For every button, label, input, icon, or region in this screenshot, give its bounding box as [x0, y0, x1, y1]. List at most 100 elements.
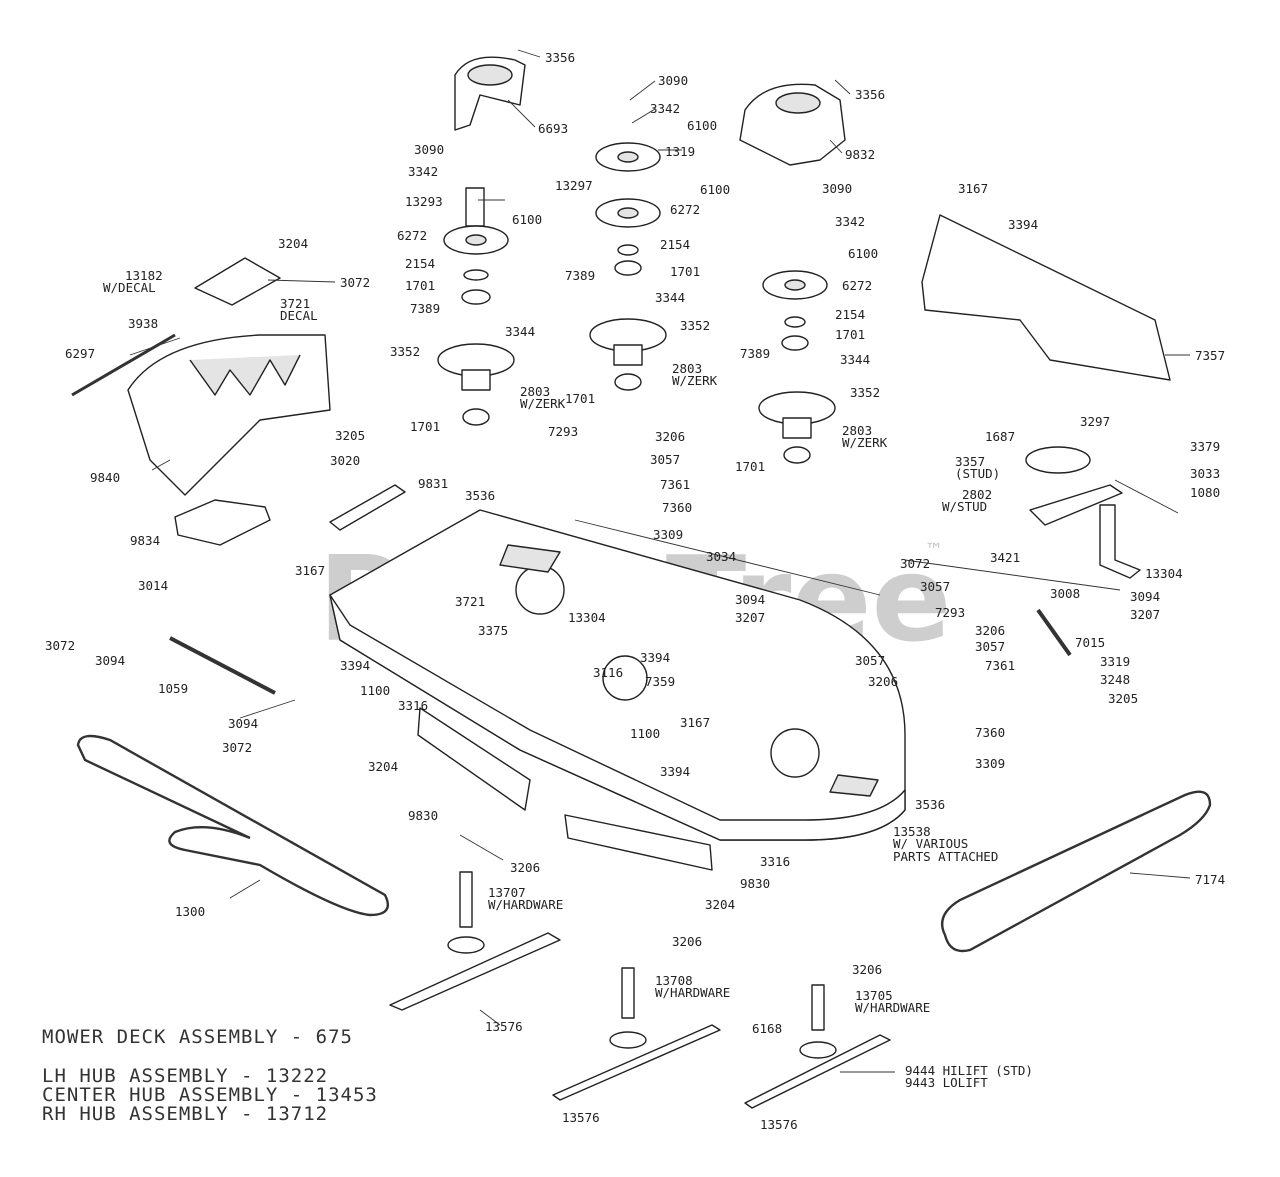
label: 1300	[175, 904, 205, 919]
label: 3394	[640, 650, 670, 665]
label: 3167	[958, 181, 988, 196]
label: 7015	[1075, 635, 1105, 650]
label: 6100	[848, 246, 878, 261]
label: 3356	[545, 50, 575, 65]
label: 6100	[700, 182, 730, 197]
label: 1701	[565, 391, 595, 406]
label: 13576	[562, 1110, 600, 1125]
label: 1701	[735, 459, 765, 474]
label: 3207	[1130, 607, 1160, 622]
label: 3094	[735, 592, 765, 607]
label: 6100	[687, 118, 717, 133]
label: 3034	[706, 549, 736, 564]
label: 3342	[835, 214, 865, 229]
label: 9832	[845, 147, 875, 162]
rod-6297[interactable]	[71, 333, 176, 397]
rod-1059[interactable]	[169, 636, 276, 695]
label: 3357	[955, 454, 985, 469]
blade-lh[interactable]	[389, 871, 561, 1011]
label: 2803	[672, 361, 702, 376]
label: 7359	[645, 674, 675, 689]
label: 7293	[548, 424, 578, 439]
label: W/HARDWARE	[488, 897, 563, 912]
label: (STUD)	[955, 466, 1000, 481]
blade-rh[interactable]	[744, 984, 891, 1109]
label: 13576	[760, 1117, 798, 1132]
label: W/ZERK	[520, 396, 566, 411]
right-spindle-stack[interactable]	[739, 83, 846, 464]
label: 3344	[840, 352, 870, 367]
bracket-9831[interactable]	[329, 484, 406, 531]
label: 3014	[138, 578, 168, 593]
assembly-note-mower-deck: MOWER DECK ASSEMBLY - 675	[42, 1026, 353, 1048]
plate-13182[interactable]	[194, 257, 281, 306]
label: 3204	[368, 759, 398, 774]
label: W/STUD	[942, 499, 987, 514]
label: 3394	[1008, 217, 1038, 232]
label: 3116	[593, 665, 623, 680]
label: 3057	[650, 452, 680, 467]
label: 3297	[1080, 414, 1110, 429]
watermark-trademark: ™	[925, 540, 943, 561]
label: 9840	[90, 470, 120, 485]
label: 3352	[850, 385, 880, 400]
label: 6100	[512, 212, 542, 227]
leader-lines	[129, 49, 1191, 1073]
label: 3206	[852, 962, 882, 977]
mower-deck-shell[interactable]	[329, 509, 906, 841]
label: 2803	[842, 423, 872, 438]
label: 3205	[335, 428, 365, 443]
label: 7360	[662, 500, 692, 515]
label: 13293	[405, 194, 443, 209]
label: 7174	[1195, 872, 1225, 887]
label: 3206	[868, 674, 898, 689]
baffle-9830-right[interactable]	[564, 814, 713, 871]
left-spindle-stack[interactable]	[437, 56, 526, 426]
label: 3167	[295, 563, 325, 578]
rh-shield-7357[interactable]	[921, 214, 1171, 381]
label: W/HARDWARE	[855, 1000, 930, 1015]
label: 7357	[1195, 348, 1225, 363]
label: 9830	[408, 808, 438, 823]
label: 7389	[410, 301, 440, 316]
label: 9834	[130, 533, 160, 548]
belt-1300[interactable]	[76, 734, 390, 917]
label: 3356	[855, 87, 885, 102]
label: 13538	[893, 824, 931, 839]
label: 9831	[418, 476, 448, 491]
label: 3072	[222, 740, 252, 755]
label: 9443 LOLIFT	[905, 1075, 988, 1090]
label: 3421	[990, 550, 1020, 565]
label: 7361	[660, 477, 690, 492]
rod-7015[interactable]	[1036, 608, 1072, 657]
label: 13576	[485, 1019, 523, 1034]
label: 3316	[760, 854, 790, 869]
label: 3094	[95, 653, 125, 668]
blade-center[interactable]	[552, 967, 721, 1101]
label: 3167	[680, 715, 710, 730]
label: 3352	[390, 344, 420, 359]
belt-7174[interactable]	[940, 790, 1212, 953]
label: 1100	[360, 683, 390, 698]
label: 6168	[752, 1021, 782, 1036]
idler-assembly[interactable]	[1025, 446, 1141, 579]
assembly-note-center-hub: CENTER HUB ASSEMBLY - 13453	[42, 1084, 378, 1106]
label: 2803	[520, 384, 550, 399]
label: 6297	[65, 346, 95, 361]
label: 3033	[1190, 466, 1220, 481]
belt-cover-9840[interactable]	[127, 334, 331, 496]
baffle-9830-left[interactable]	[417, 707, 531, 811]
shield-9834[interactable]	[174, 499, 271, 546]
label: 3204	[278, 236, 308, 251]
label: 2154	[835, 307, 865, 322]
label: 3344	[505, 324, 535, 339]
label: 3207	[735, 610, 765, 625]
label: 13182	[125, 268, 163, 283]
label: 13708	[655, 973, 693, 988]
center-spindle-stack[interactable]	[589, 142, 667, 391]
label: 1059	[158, 681, 188, 696]
label: 3316	[398, 698, 428, 713]
label: 3090	[822, 181, 852, 196]
label: 3008	[1050, 586, 1080, 601]
